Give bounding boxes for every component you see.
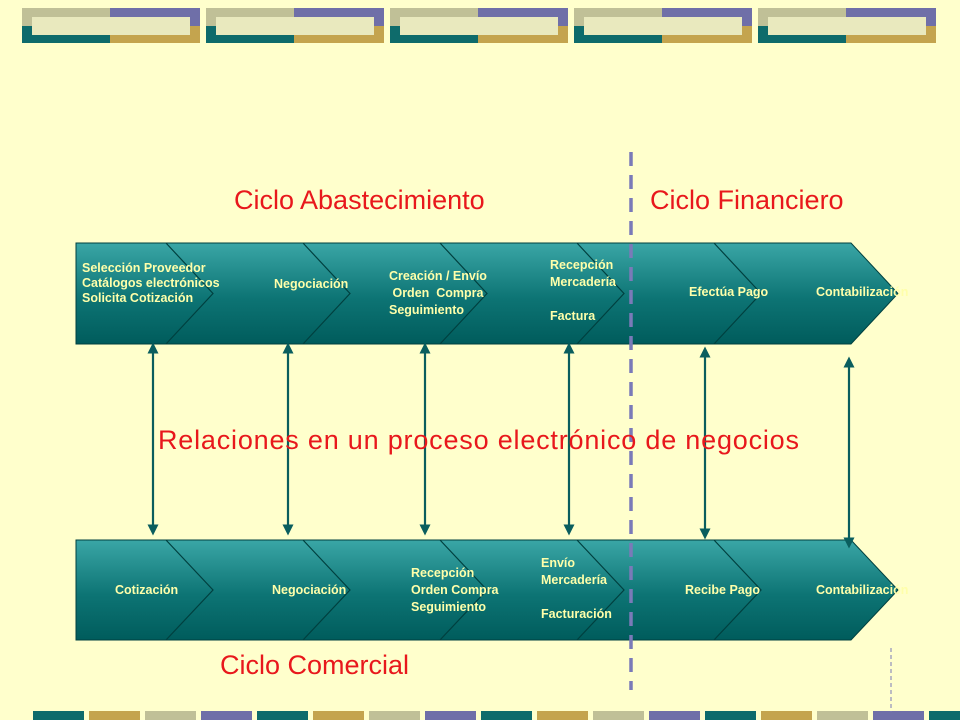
footer-block — [145, 711, 196, 720]
bottom-stage-label-4: Envío Mercadería Facturación — [541, 556, 612, 621]
footer-decoration — [0, 708, 960, 720]
top-stage-label-5: Efectúa Pago — [689, 285, 769, 299]
footer-block — [929, 711, 960, 720]
top-chevron-divider-3 — [439, 242, 488, 345]
bottom-chevron-divider-3 — [439, 539, 488, 641]
ciclo-comercial-title: Ciclo Comercial — [220, 650, 410, 680]
footer-block — [313, 711, 364, 720]
bottom-stage-label-6: Contabilización — [816, 583, 909, 597]
bottom-stage-label-2: Negociación — [272, 583, 347, 597]
relation-arrows — [147, 342, 855, 549]
top-process-band — [75, 242, 899, 345]
footer-block — [649, 711, 700, 720]
footer-block — [537, 711, 588, 720]
header-decoration — [0, 0, 960, 50]
footer-block — [481, 711, 532, 720]
footer-block — [369, 711, 420, 720]
header-block-5 — [758, 8, 936, 43]
bottom-chevron-divider-2 — [302, 539, 351, 641]
footer-block — [705, 711, 756, 720]
footer-block — [817, 711, 868, 720]
top-stage-label-4: Recepción Mercadería Factura — [550, 258, 617, 323]
footer-block — [873, 711, 924, 720]
header-block-3 — [390, 8, 568, 43]
top-stage-label-2: Negociación — [274, 277, 349, 291]
top-chevron-divider-4 — [576, 242, 625, 345]
bottom-chevron-divider-1 — [165, 539, 214, 641]
main-title: Relaciones en un proceso electrónico de … — [158, 425, 800, 455]
top-chevron-divider-2 — [302, 242, 351, 345]
top-stage-label-6: Contabilización — [816, 285, 909, 299]
header-block-4 — [574, 8, 752, 43]
top-chevron-divider-1 — [165, 242, 214, 345]
footer-block — [425, 711, 476, 720]
footer-block — [593, 711, 644, 720]
header-block-1 — [22, 8, 200, 43]
bottom-stage-label-1: Cotización — [115, 583, 179, 597]
bottom-chevron-divider-4 — [576, 539, 625, 641]
footer-block — [201, 711, 252, 720]
ciclo-abastecimiento-title: Ciclo Abastecimiento — [234, 185, 485, 215]
bottom-process-band — [75, 539, 899, 641]
footer-block — [89, 711, 140, 720]
bottom-stage-label-5: Recibe Pago — [685, 583, 761, 597]
top-stage-label-3: Creación / Envío Orden Compra Seguimient… — [389, 269, 487, 317]
bottom-chevron-divider-5 — [713, 539, 762, 641]
bottom-stage-label-3: Recepción Orden Compra Seguimiento — [411, 566, 499, 614]
footer-block — [761, 711, 812, 720]
top-stage-label-1: Selección Proveedor Catálogos electrónic… — [82, 261, 220, 305]
footer-block — [33, 711, 84, 720]
footer-block — [257, 711, 308, 720]
header-block-2 — [206, 8, 384, 43]
ciclo-financiero-title: Ciclo Financiero — [650, 185, 844, 215]
top-chevron-divider-5 — [713, 242, 762, 345]
